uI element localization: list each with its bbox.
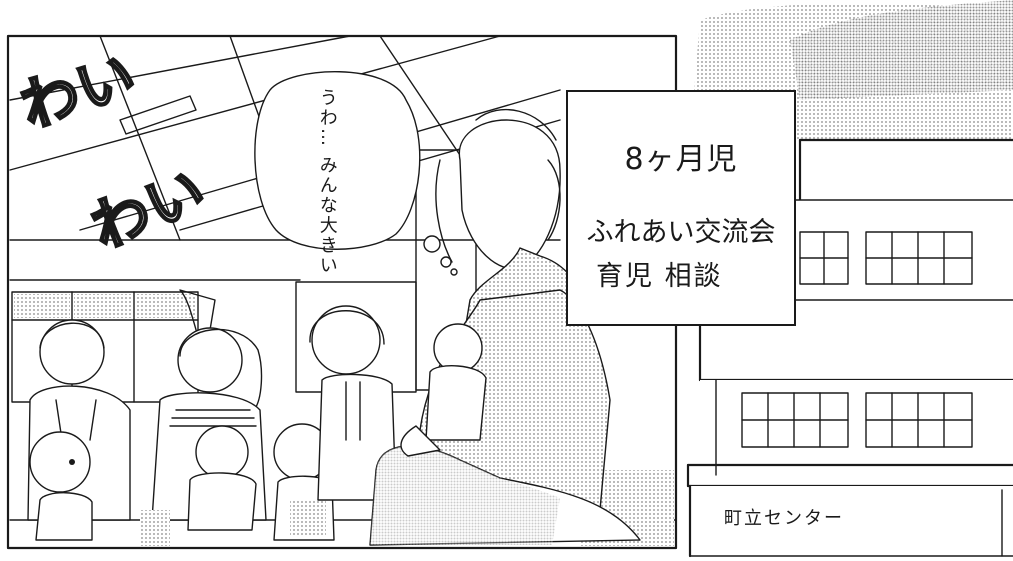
- caption-event: ふれあい交流会: [586, 217, 776, 248]
- building-sign: 町立センター: [724, 508, 844, 529]
- baby-left: [29, 431, 93, 541]
- baby-center: [273, 423, 335, 541]
- caption-box: 8ヶ月児 ふれあい交流会 育児 相談: [566, 90, 796, 326]
- thought-bubble-shape: [254, 71, 458, 276]
- sky-tone-far: [790, 0, 1013, 100]
- caption-age: 8ヶ月児: [624, 142, 738, 177]
- baby-middle: [187, 425, 257, 531]
- main-mother: [369, 108, 641, 546]
- thought-bubble-text: うわ… みんな大きい: [316, 88, 338, 276]
- caption-consult: 育児 相談: [596, 261, 723, 292]
- interior-panel: [6, 34, 678, 550]
- mother-left: [27, 319, 131, 521]
- baby-held: [400, 323, 487, 457]
